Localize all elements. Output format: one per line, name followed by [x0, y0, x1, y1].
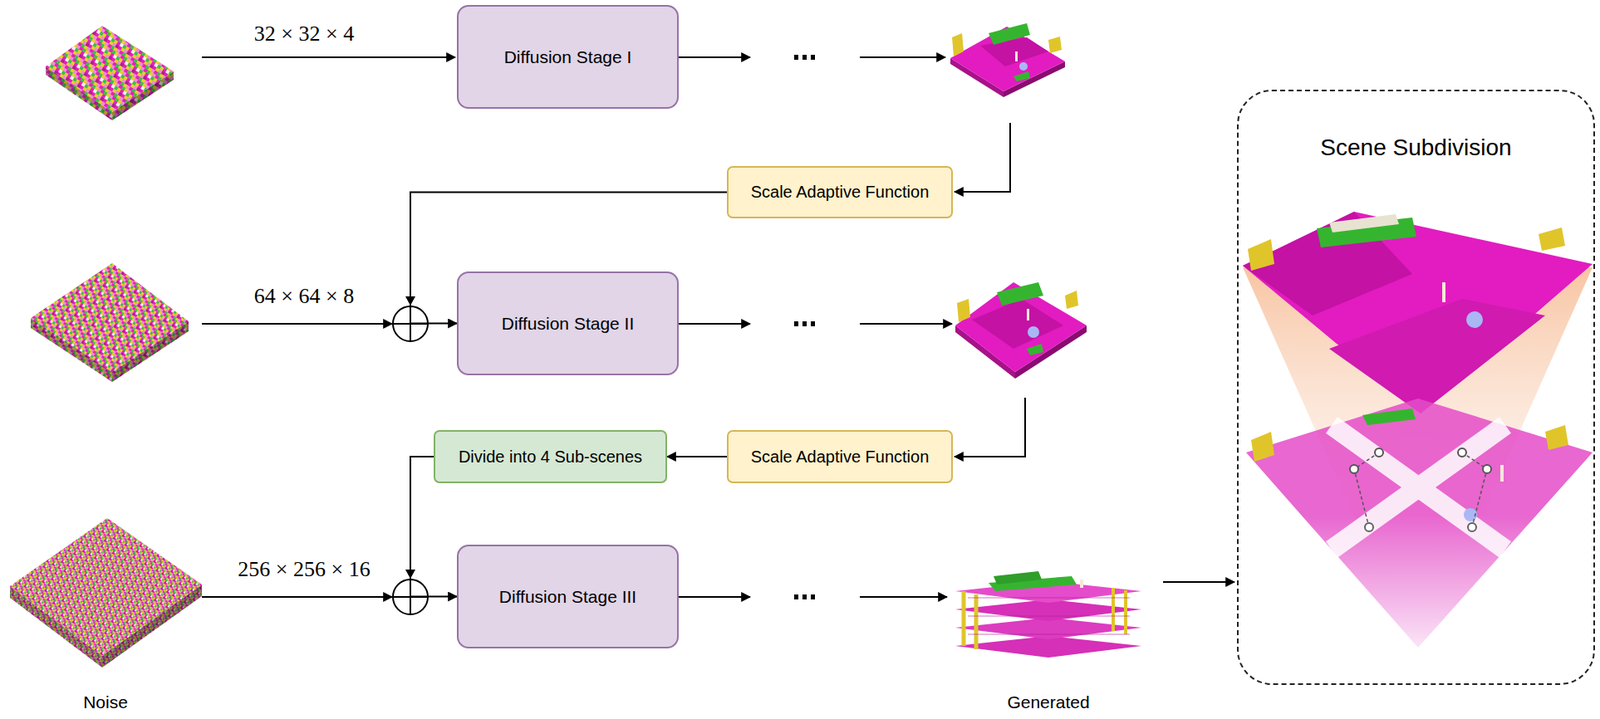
noise-volume	[45, 25, 174, 121]
label-text: Generated	[1006, 692, 1090, 713]
scene-render	[955, 282, 1087, 379]
scene-render	[950, 23, 1066, 98]
caption-label: Noise	[83, 692, 128, 713]
node-text: Diffusion Stage III	[499, 587, 637, 608]
label-text: 32 × 32 × 4	[254, 21, 354, 47]
scale-function-box: Scale Adaptive Function	[726, 430, 953, 484]
node-text: Scene Subdivision	[1320, 134, 1512, 162]
diffusion-stage-box: Diffusion Stage I	[456, 4, 679, 109]
caption-label: Generated	[1006, 692, 1090, 713]
dimension-label: 64 × 64 × 8	[254, 284, 354, 310]
node-text: Diffusion Stage II	[501, 314, 635, 334]
noise-volume	[30, 263, 189, 383]
node-text: Diffusion Stage I	[504, 47, 633, 68]
diffusion-stage-box: Diffusion Stage II	[456, 271, 679, 376]
scale-function-box: Scale Adaptive Function	[726, 166, 953, 219]
node-text: Scale Adaptive Function	[750, 182, 930, 202]
scene-panel: Scene Subdivision	[1236, 89, 1596, 686]
layered-scene	[955, 571, 1142, 658]
node-text: Scale Adaptive Function	[750, 447, 930, 467]
flow-arrow	[201, 57, 1235, 598]
label-text: Noise	[83, 692, 128, 713]
label-text: 256 × 256 × 16	[237, 557, 370, 583]
subdivide-box: Divide into 4 Sub-scenes	[433, 430, 668, 484]
diffusion-stage-box: Diffusion Stage III	[456, 544, 679, 649]
subdivision-render	[1242, 211, 1593, 661]
node-text: Divide into 4 Sub-scenes	[458, 447, 643, 467]
noise-volume	[9, 518, 202, 668]
dimension-label: 32 × 32 × 4	[254, 21, 354, 47]
flow-connector	[667, 456, 727, 458]
label-text: 64 × 64 × 8	[254, 284, 354, 310]
ellipsis-dots	[794, 54, 815, 600]
dimension-label: 256 × 256 × 16	[237, 557, 370, 583]
